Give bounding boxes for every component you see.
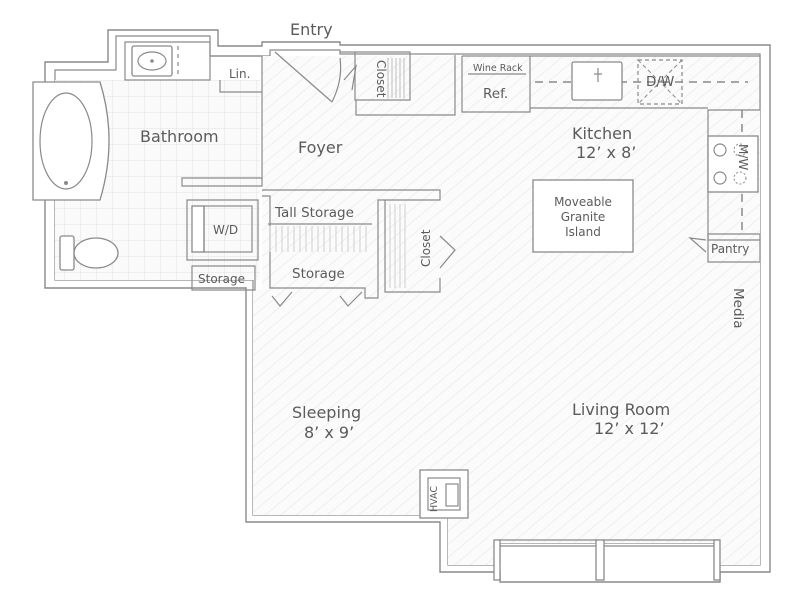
entry-label: Entry <box>290 20 333 39</box>
living-room-label: Living Room <box>572 400 670 419</box>
storage-center-label: Storage <box>292 266 345 282</box>
microwave-label: M/W <box>736 144 750 170</box>
entry-door-icon <box>274 51 342 103</box>
refrigerator-label: Ref. <box>483 86 508 102</box>
foyer-label: Foyer <box>298 138 343 157</box>
pantry-label: Pantry <box>711 242 749 256</box>
granite-island <box>532 179 634 253</box>
windows <box>493 539 721 581</box>
dishwasher-icon <box>637 59 683 105</box>
washer-dryer-icon <box>191 205 253 253</box>
media-label: Media <box>730 288 746 329</box>
closet-mid-label: Closet <box>419 229 433 267</box>
bathroom-walls <box>124 41 263 291</box>
toilet-icon <box>59 235 119 271</box>
middle-storage <box>262 189 456 307</box>
linen-label: Lin. <box>229 67 250 81</box>
bathroom-label: Bathroom <box>140 127 219 146</box>
kitchen-size: 12’ x 8’ <box>576 143 636 162</box>
washer-dryer-label: W/D <box>213 223 238 237</box>
island-label-1: Moveable <box>554 195 612 209</box>
closet-top <box>340 51 456 116</box>
hvac-unit <box>419 469 469 519</box>
bathroom-sink-icon <box>131 45 179 77</box>
kitchen-sink-icon <box>571 61 623 101</box>
sleeping-label: Sleeping <box>292 403 361 422</box>
kitchen-label: Kitchen <box>572 124 632 143</box>
hvac-label: HVAC <box>429 486 440 512</box>
storage-bath-label: Storage <box>198 272 245 286</box>
dishwasher-label: D/W <box>646 74 674 90</box>
sleeping-size: 8’ x 9’ <box>304 423 354 442</box>
living-floor <box>253 56 760 565</box>
bathtub-icon <box>32 81 110 201</box>
tall-storage-label: Tall Storage <box>274 205 354 221</box>
wine-rack-label: Wine Rack <box>473 63 523 74</box>
living-room-size: 12’ x 12’ <box>594 419 665 438</box>
range-icon <box>707 135 759 193</box>
closet-top-label: Closet <box>374 60 388 98</box>
kitchen-counters <box>461 55 761 263</box>
island-label-3: Island <box>565 225 601 239</box>
island-label-2: Granite <box>561 210 606 224</box>
